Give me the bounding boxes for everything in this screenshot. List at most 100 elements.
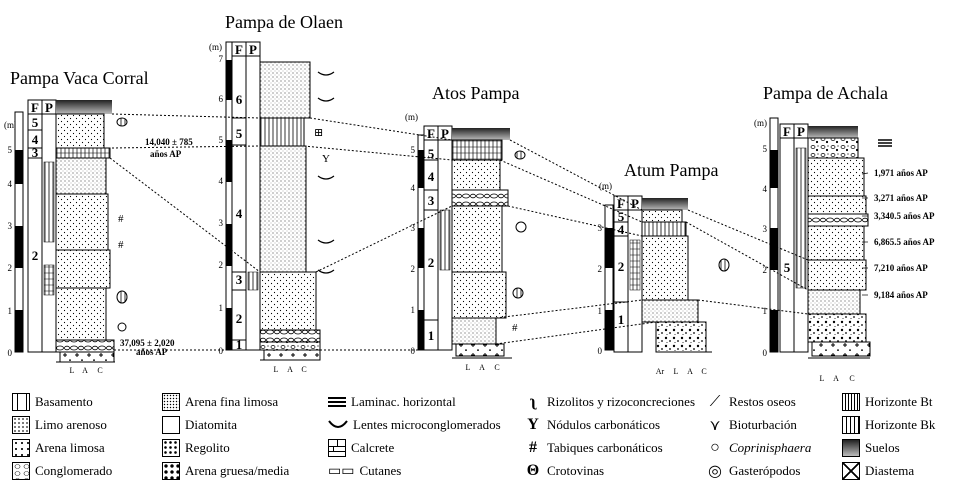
vaca-date-1: 14,040 ± 785 — [145, 137, 193, 147]
atos-scale-4: 4 — [411, 183, 416, 193]
atos-unit-4: 4 — [428, 169, 435, 184]
atos-unit-2: 2 — [428, 255, 435, 270]
legend-regolito: Regolito — [162, 437, 230, 459]
legend-label: Crotovinas — [547, 463, 605, 478]
olaen-axis-a: A — [287, 365, 293, 374]
achala-axis-l: L — [820, 374, 825, 383]
atos-scale-3: 3 — [411, 223, 416, 233]
atos-unit-5: 5 — [428, 146, 435, 161]
olaen-unit-2: 2 — [236, 311, 243, 326]
atos-axis-c: C — [494, 363, 499, 372]
legend-label: Tabiques carbonáticos — [547, 440, 663, 455]
legend-label: Horizonte Bk — [865, 417, 936, 432]
legend-label: Diastema — [865, 463, 915, 478]
vaca-tabique-icon: # — [118, 239, 124, 251]
olaen-scale-7: 7 — [219, 54, 224, 64]
vaca-scale-0: 0 — [8, 348, 13, 358]
legend-label: Arena gruesa/media — [185, 463, 290, 478]
atum-unit-2: 2 — [618, 259, 625, 274]
legend-diastema: Diastema — [842, 460, 914, 482]
achala-scale-0: 0 — [763, 348, 768, 358]
bioturbacion-icon: ⋎ — [709, 417, 721, 434]
olaen-scale-1: 1 — [219, 303, 224, 313]
vaca-unit-2: 2 — [32, 248, 39, 263]
title-atum: Atum Pampa — [624, 160, 719, 180]
atum-f-header: F — [617, 196, 625, 211]
arena-limosa-swatch — [12, 439, 30, 457]
conglomerado-swatch — [12, 462, 30, 480]
atos-f-header: F — [427, 126, 435, 141]
arena-fina-limosa-swatch — [162, 393, 180, 411]
achala-axis-a: A — [833, 374, 839, 383]
achala-scale-5: 5 — [763, 144, 768, 154]
legend-label: Regolito — [185, 440, 230, 455]
atum-scale-3: 3 — [598, 223, 603, 233]
olaen-scale-6: 6 — [219, 94, 224, 104]
legend-rizolitos: ʅ Rizolitos y rizoconcreciones — [524, 391, 695, 413]
olaen-unit-m: (m) — [209, 42, 222, 52]
legend-label: Arena limosa — [35, 440, 105, 455]
diastema-swatch — [842, 462, 860, 480]
legend-coprinisphaera: ○ Coprinisphaera — [706, 437, 811, 459]
atum-scale-1: 1 — [598, 306, 603, 316]
legend-label: Horizonte Bt — [865, 394, 933, 409]
legend-label: Suelos — [865, 440, 900, 455]
achala-date-3: 3,340.5 años AP — [874, 211, 935, 221]
legend-arena-gruesa: Arena gruesa/media — [162, 460, 289, 482]
rizolitos-icon: ʅ — [530, 393, 536, 410]
vaca-nodulo-icon: # — [118, 213, 124, 225]
vaca-p-header: P — [45, 100, 53, 115]
legend-laminac-horizontal: Laminac. horizontal — [328, 391, 456, 413]
atos-coprinisphaera-icon — [515, 221, 527, 233]
vaca-scale-5: 5 — [8, 145, 13, 155]
achala-scale-2: 2 — [763, 265, 768, 275]
olaen-unit-4: 4 — [236, 206, 243, 221]
atos-unit-1: 1 — [428, 328, 435, 343]
snail-icon: ◎ — [708, 463, 722, 480]
vaca-axis-c: C — [97, 366, 102, 375]
vaca-coprinisphaera-icon — [117, 322, 127, 332]
legend-tabiques: # Tabiques carbonáticos — [524, 437, 663, 459]
horizonte-bk-swatch — [842, 416, 860, 434]
legend-label: Lentes microconglomerados — [353, 417, 501, 432]
coprinisphaera-icon: ○ — [710, 439, 720, 456]
achala-unit-5: 5 — [784, 260, 791, 275]
legend-label: Gasterópodos — [729, 463, 801, 478]
section-achala: 0 1 2 3 4 5 (m) F P 5 — [754, 117, 935, 383]
achala-scale-3: 3 — [763, 224, 768, 234]
legend-arena-limosa: Arena limosa — [12, 437, 105, 459]
legend-label: Rizolitos y rizoconcreciones — [547, 394, 696, 409]
tabiques-icon: # — [529, 439, 537, 456]
atum-scale-0: 0 — [598, 346, 603, 356]
atos-unit-3: 3 — [428, 193, 435, 208]
atum-axis-ar: Ar — [656, 367, 665, 376]
basamento-swatch — [12, 393, 30, 411]
achala-f-header: F — [783, 124, 791, 139]
atum-p-header: P — [631, 196, 639, 211]
horizonte-bt-swatch — [842, 393, 860, 411]
legend-cutanes: ▭▭ Cutanes — [328, 460, 401, 482]
laminac-horizontal-icon — [328, 393, 346, 411]
atum-unit-1: 1 — [618, 312, 625, 327]
olaen-p-header: P — [249, 42, 257, 57]
suelos-swatch — [842, 439, 860, 457]
olaen-scale-0: 0 — [219, 346, 224, 356]
vaca-scale-1: 1 — [8, 306, 13, 316]
olaen-scale-5: 5 — [219, 135, 224, 145]
achala-axis-c: C — [849, 374, 854, 383]
legend-horizonte-bk: Horizonte Bk — [842, 414, 935, 436]
atum-axis-l: L — [674, 367, 679, 376]
atum-unit-m: (m) — [599, 181, 612, 191]
legend-label: Arena fina limosa — [185, 394, 279, 409]
olaen-unit-3: 3 — [236, 272, 243, 287]
vaca-axis-l: L — [70, 366, 75, 375]
atos-tabique-icon: # — [512, 322, 518, 334]
correlation-lines — [109, 113, 809, 351]
atos-scale-5: 5 — [411, 145, 416, 155]
title-vaca-corral: Pampa Vaca Corral — [10, 68, 149, 88]
vaca-unit-m: (m) — [4, 120, 17, 130]
legend-label: Conglomerado — [35, 463, 113, 478]
legend-bioturbacion: ⋎ Bioturbación — [706, 414, 797, 436]
title-achala: Pampa de Achala — [763, 83, 888, 103]
